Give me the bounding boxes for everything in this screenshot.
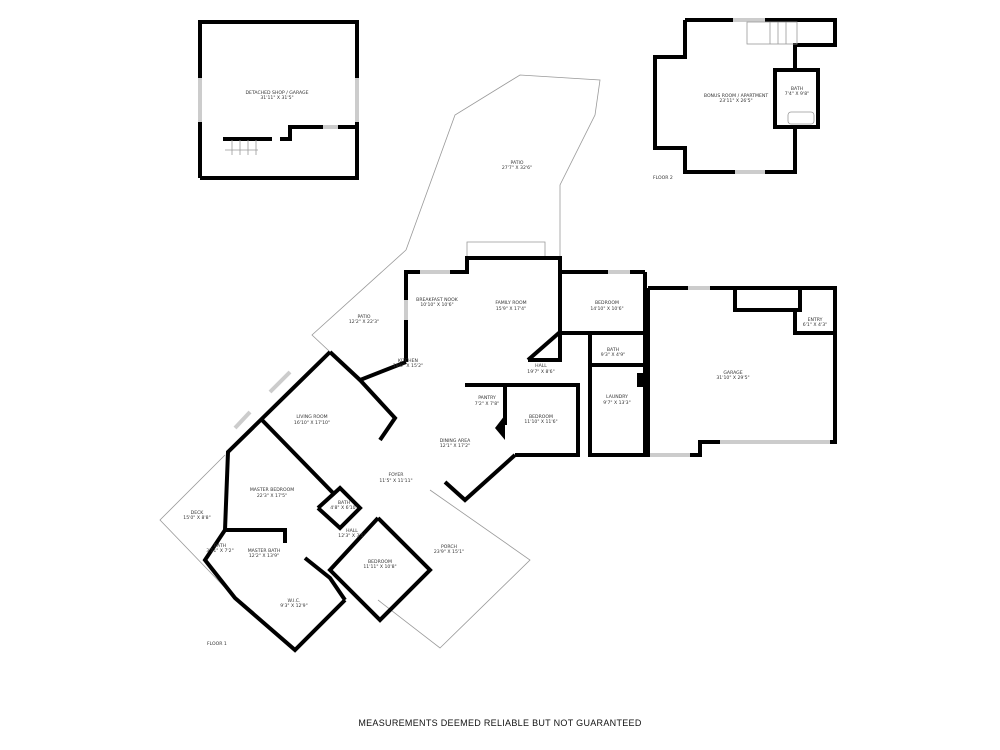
room-name-hall-main: HALL bbox=[535, 363, 547, 369]
room-dims-bedroom-ne: 14'10" X 10'6" bbox=[590, 306, 623, 312]
room-dims-wic: 9'3" X 12'9" bbox=[280, 603, 307, 609]
room-dims-master: 22'3" X 17'5" bbox=[257, 493, 287, 499]
disclaimer-footer: MEASUREMENTS DEEMED RELIABLE BUT NOT GUA… bbox=[358, 718, 642, 728]
room-name-bedroom-ne: BEDROOM bbox=[595, 300, 619, 306]
room-dims-dining: 12'1" X 17'2" bbox=[440, 443, 470, 449]
room-dims-bath-wc: 3'11" X 7'2" bbox=[206, 548, 233, 554]
room-name-wic: W.I.C. bbox=[288, 598, 301, 604]
room-dims-pantry: 7'2" X 7'8" bbox=[475, 401, 500, 407]
room-name-dining: DINING AREA bbox=[440, 438, 471, 444]
room-dims-bath-f2: 7'4" X 9'8" bbox=[785, 91, 810, 97]
room-dims-bath-hall: 9'3" X 4'9" bbox=[601, 352, 626, 358]
floor-2-label: FLOOR 2 bbox=[653, 175, 673, 181]
room-dims-breakfast: 10'10" X 10'6" bbox=[420, 302, 453, 308]
room-name-hall-small: HALL bbox=[346, 528, 358, 534]
room-dims-kitchen: 19'0" X 15'2" bbox=[393, 363, 423, 369]
room-name-bath-small: BATH bbox=[338, 500, 350, 506]
room-dims-bonus: 23'11" X 26'5" bbox=[719, 98, 752, 104]
room-name-pantry: PANTRY bbox=[478, 395, 496, 401]
room-name-bonus: BONUS ROOM / APARTMENT bbox=[704, 93, 768, 99]
room-name-patio-small: PATIO bbox=[357, 314, 370, 320]
room-name-detached: DETACHED SHOP / GARAGE bbox=[246, 90, 309, 96]
room-name-kitchen: KITCHEN bbox=[398, 358, 418, 364]
room-name-bath-wc: BATH bbox=[214, 543, 226, 549]
room-dims-garage: 31'10" X 29'5" bbox=[716, 375, 749, 381]
room-name-bath-f2: BATH bbox=[791, 86, 803, 92]
room-name-laundry: LAUNDRY bbox=[606, 394, 628, 400]
room-dims-bath-small: 4'8" X 6'10" bbox=[330, 505, 357, 511]
room-dims-laundry: 9'7" X 13'3" bbox=[603, 400, 630, 406]
room-dims-patio-small: 12'2" X 22'3" bbox=[349, 319, 379, 325]
room-dims-hall-main: 19'7" X 8'6" bbox=[527, 369, 554, 375]
room-dims-detached: 31'11" X 31'5" bbox=[260, 95, 293, 101]
room-name-family: FAMILY ROOM bbox=[495, 300, 526, 306]
room-name-living: LIVING ROOM bbox=[296, 414, 327, 420]
floor-1-label: FLOOR 1 bbox=[207, 641, 227, 647]
room-name-garage: GARAGE bbox=[723, 370, 742, 376]
room-name-master-bath: MASTER BATH bbox=[248, 548, 281, 554]
room-dims-family: 15'9" X 17'4" bbox=[496, 306, 526, 312]
room-labels: DETACHED SHOP / GARAGE 31'11" X 31'5" BO… bbox=[183, 86, 827, 728]
room-dims-patio-large: 27'7" X 32'6" bbox=[502, 165, 532, 171]
room-name-bedroom-sw: BEDROOM bbox=[368, 559, 392, 565]
room-name-bedroom-mid: BEDROOM bbox=[529, 414, 553, 420]
room-dims-entry: 6'1" X 4'3" bbox=[803, 322, 828, 328]
stairs-icon bbox=[225, 140, 258, 155]
room-dims-bedroom-mid: 11'10" X 11'6" bbox=[524, 419, 557, 425]
room-dims-foyer: 11'5" X 11'11" bbox=[379, 478, 412, 484]
room-name-porch: PORCH bbox=[441, 544, 457, 550]
floor1-walls bbox=[202, 256, 837, 653]
room-dims-porch: 23'9" X 15'1" bbox=[434, 549, 464, 555]
room-name-deck: DECK bbox=[191, 510, 205, 516]
room-name-entry: ENTRY bbox=[808, 317, 823, 323]
room-name-foyer: FOYER bbox=[389, 472, 405, 478]
room-dims-master-bath: 12'2" X 13'9" bbox=[249, 553, 279, 559]
stairs-icon bbox=[746, 21, 798, 45]
room-dims-deck: 15'0" X 8'8" bbox=[183, 515, 210, 521]
bathtub-icon bbox=[787, 111, 815, 125]
room-name-master: MASTER BEDROOM bbox=[250, 487, 294, 493]
room-name-breakfast: BREAKFAST NOOK bbox=[416, 297, 459, 303]
floor2-walls bbox=[653, 18, 837, 174]
room-dims-bedroom-sw: 11'11" X 10'8" bbox=[363, 564, 396, 570]
room-name-patio-large: PATIO bbox=[510, 160, 523, 166]
room-dims-hall-small: 12'3" X 3'5" bbox=[338, 533, 365, 539]
room-name-bath-hall: BATH bbox=[607, 347, 619, 353]
room-dims-living: 16'10" X 17'10" bbox=[294, 420, 330, 426]
detached-garage-walls bbox=[198, 20, 359, 180]
outdoor-outlines bbox=[159, 74, 601, 649]
